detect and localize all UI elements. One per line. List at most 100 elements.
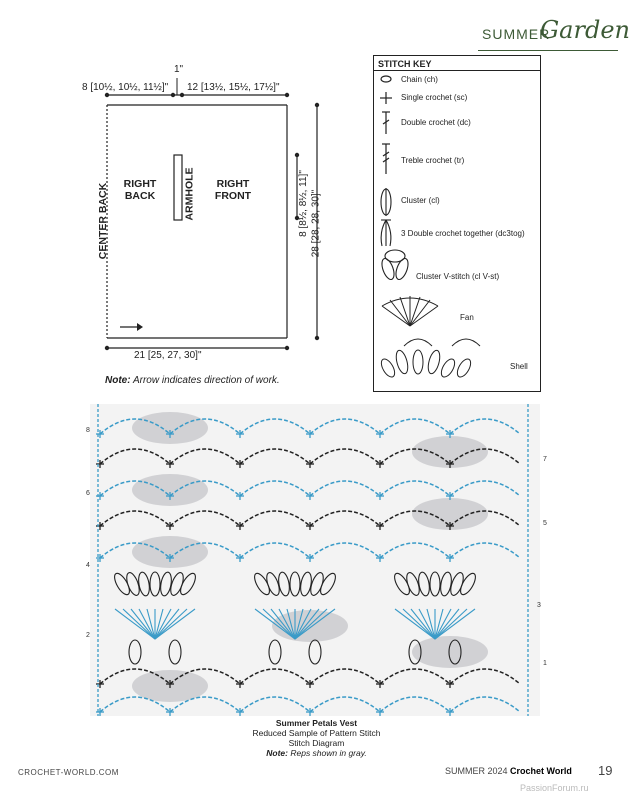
key-label-dc3tog: 3 Double crochet together (dc3tog) <box>401 229 525 238</box>
chain-arch <box>99 668 171 685</box>
caption-note: Note: Reps shown in gray. <box>0 748 633 758</box>
stitch-key-symbols <box>380 75 481 378</box>
brand-rule <box>478 50 618 51</box>
chain-arch <box>99 418 171 435</box>
dim-bottom: 21 [25, 27, 30]" <box>134 350 202 361</box>
chain-arch <box>449 510 521 527</box>
fan-stitch <box>434 608 444 640</box>
chain-arch <box>239 480 311 497</box>
single-crochet-icon <box>380 92 392 104</box>
fan-stitch <box>138 608 156 640</box>
chain-arch <box>449 542 521 559</box>
shell-cluster <box>418 571 430 597</box>
shell-cluster <box>289 571 301 597</box>
rep-shading <box>272 610 348 642</box>
rep-shading <box>412 498 488 530</box>
dim-top-right: 12 [13½, 15½, 17½]" <box>187 82 280 93</box>
chain-arch <box>309 668 381 685</box>
shell-cluster <box>394 572 410 596</box>
row-number-6: 6 <box>86 490 90 497</box>
treble-crochet-icon <box>382 143 390 174</box>
fan-stitch <box>154 608 188 640</box>
chain-arch <box>169 480 241 497</box>
chain-arch <box>239 668 311 685</box>
dim-top-gap: 1" <box>174 64 184 75</box>
dim-right-full: 28 [28, 28, 30]" <box>310 189 322 258</box>
chain-arch <box>99 448 171 465</box>
footer-site: CROCHET-WORLD.COM <box>18 768 119 777</box>
footer-magazine: Crochet World <box>510 766 572 776</box>
rep-shading <box>132 412 208 444</box>
chain-arch <box>99 480 171 497</box>
shell-cluster <box>320 572 336 596</box>
shell-cluster <box>180 572 196 596</box>
chain-arch <box>239 696 311 713</box>
rep-shading <box>412 436 488 468</box>
chain-arch <box>449 480 521 497</box>
fan-stitch <box>130 608 156 640</box>
chain-arch <box>449 696 521 713</box>
fan-stitch <box>278 608 296 640</box>
label-right-back: RIGHT BACK <box>123 178 157 202</box>
fan-stitch <box>262 608 296 640</box>
shell-icon <box>380 338 481 378</box>
stitch-diagram <box>90 404 540 716</box>
chain-arch <box>449 668 521 685</box>
shell-cluster <box>126 572 140 596</box>
fan-stitch <box>154 608 196 640</box>
caption-line2: Reduced Sample of Pattern Stitch <box>252 728 381 738</box>
cluster-v-stitch-icon <box>381 249 409 281</box>
chain-arch <box>309 510 381 527</box>
footer-issue-block: SUMMER 2024 Crochet World <box>445 766 572 776</box>
cluster-v-stitch <box>448 639 462 665</box>
chain-arch <box>379 418 451 435</box>
chain-arch <box>379 696 451 713</box>
double-crochet-icon <box>382 111 390 134</box>
note-text: Arrow indicates direction of work. <box>130 375 280 386</box>
chain-arch <box>309 448 381 465</box>
fan-stitch <box>270 608 296 640</box>
chain-arch <box>99 510 171 527</box>
shell-cluster <box>406 572 420 596</box>
shell-cluster <box>266 572 280 596</box>
footer-issue: SUMMER 2024 <box>445 766 508 776</box>
shell-cluster <box>429 571 441 597</box>
key-label-dc: Double crochet (dc) <box>401 118 471 127</box>
dim-top-left: 8 [10½, 10½, 11½]" <box>82 82 169 93</box>
watermark: PassionForum.ru <box>520 783 589 793</box>
chain-arch <box>239 418 311 435</box>
fan-stitch <box>286 608 296 640</box>
fan-stitch <box>434 608 452 640</box>
label-armhole: ARMHOLE <box>183 167 196 221</box>
chain-arch <box>379 510 451 527</box>
stitch-key: STITCH KEY Chain (ch) Single crochet (sc… <box>373 55 541 392</box>
key-label-chain: Chain (ch) <box>401 75 438 84</box>
caption-title: Summer Petals Vest <box>275 718 358 728</box>
row-number-5: 5 <box>543 520 547 527</box>
chain-arch <box>379 668 451 685</box>
dc3tog-icon <box>380 219 392 247</box>
schematic-drawing <box>104 78 320 351</box>
chain-icon <box>380 75 392 83</box>
key-label-cl-v-st: Cluster V-stitch (cl V-st) <box>416 272 500 281</box>
fan-stitch <box>418 608 436 640</box>
fan-stitch <box>122 608 156 640</box>
chain-arch <box>309 542 381 559</box>
fan-icon <box>381 296 439 327</box>
fan-stitch <box>114 608 156 640</box>
key-label-sc: Single crochet (sc) <box>401 93 468 102</box>
fan-stitch <box>434 608 460 640</box>
schematic-note: Note: Arrow indicates direction of work. <box>105 375 280 386</box>
fan-stitch <box>394 608 436 640</box>
chain-arch <box>239 542 311 559</box>
chain-arch <box>309 480 381 497</box>
caption-line3: Stitch Diagram <box>288 738 345 748</box>
chain-arch <box>169 696 241 713</box>
chain-arch <box>379 448 451 465</box>
chain-arch <box>169 510 241 527</box>
stitch-key-title: STITCH KEY <box>378 59 432 69</box>
chain-arch <box>169 418 241 435</box>
chain-arch <box>99 542 171 559</box>
fan-stitch <box>426 608 436 640</box>
cluster-icon <box>380 188 392 216</box>
